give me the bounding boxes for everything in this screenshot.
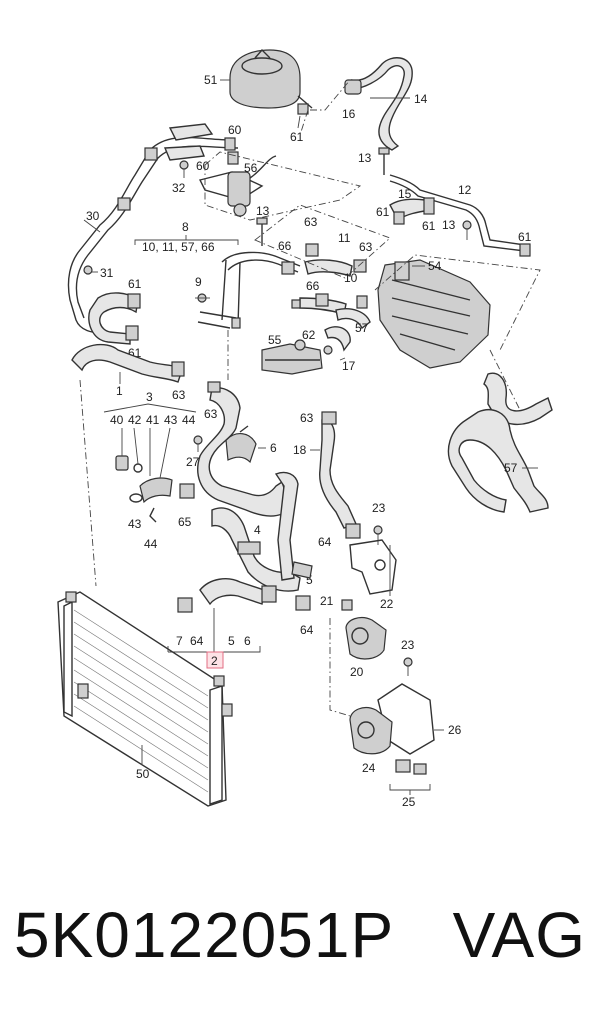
fasteners-25 [395,759,427,775]
label-8: 8 [182,220,189,234]
label-44-b: 44 [144,537,158,551]
label-51: 51 [204,73,218,87]
label-26: 26 [448,723,462,737]
label-54: 54 [428,259,442,273]
label-61-tank: 61 [290,130,304,144]
label-4: 4 [254,523,261,537]
egr-cooler [377,259,491,369]
label-65: 65 [178,515,192,529]
label-7: 7 [176,634,183,648]
coolant-valve-55 [261,339,323,375]
label-56: 56 [244,161,258,175]
label-64-c: 64 [190,634,204,648]
label-61-b: 61 [376,205,390,219]
clip-bracket-6 [225,425,257,464]
label-32: 32 [172,181,186,195]
radiator-50 [57,591,233,807]
label-22: 22 [380,597,394,611]
expansion-tank [229,48,313,109]
highlighted-part-callout: 2 [206,651,224,669]
label-20: 20 [350,665,364,679]
label-23-a: 23 [372,501,386,515]
label-63-d: 63 [204,407,218,421]
label-55: 55 [268,333,282,347]
right-coolant-pipe [389,174,526,252]
label-5-b: 5 [228,634,235,648]
coolant-system-exploded-diagram: 51 14 16 61 60 60 32 56 13 [57,48,553,809]
hose-assembly-2 [177,381,311,613]
label-66-a: 66 [278,239,292,253]
radiator-hose-upper [71,343,185,383]
left-upper-hose [88,292,141,345]
label-2: 2 [211,654,218,668]
label-30: 30 [86,209,100,223]
label-8-sub: 10, 11, 57, 66 [142,240,215,254]
label-64-a: 64 [318,535,332,549]
label-66-b: 66 [306,279,320,293]
label-61-e: 61 [128,277,142,291]
label-11: 11 [338,231,351,245]
label-61-c: 61 [422,219,436,233]
hose-18 [319,411,361,539]
label-15: 15 [398,187,412,201]
center-pipe-assembly [197,243,368,352]
label-63-a: 63 [304,215,318,229]
label-63-c: 63 [172,388,186,402]
label-18: 18 [293,443,307,457]
label-43-a: 43 [164,413,178,427]
label-5-a: 5 [306,573,313,587]
label-13-c: 13 [256,204,270,218]
label-62: 62 [302,328,316,342]
label-57-a: 57 [355,321,369,335]
label-14: 14 [414,92,428,106]
label-16: 16 [342,107,356,121]
label-42: 42 [128,413,142,427]
label-60-a: 60 [228,123,242,137]
small-hose-57 [335,308,371,330]
label-24: 24 [362,761,376,775]
brand-name: VAG [452,899,586,971]
label-50: 50 [136,767,150,781]
upper-pipe-bundle [67,123,239,334]
label-3: 3 [146,390,153,404]
electric-pump-20 [345,616,387,660]
coolant-sensor-bracket [198,155,277,217]
label-25: 25 [402,795,416,809]
label-60-b: 60 [196,159,210,173]
part-footer: 5K0122051P VAG [0,895,600,985]
right-long-hose [447,372,553,513]
sensor-parts-40-44 [115,427,173,523]
part-number: 5K0122051P [14,899,395,971]
label-40: 40 [110,413,124,427]
label-44-a: 44 [182,413,196,427]
label-27: 27 [186,455,200,469]
label-31: 31 [100,266,114,280]
label-63-e: 63 [300,411,314,425]
label-61-d: 61 [518,230,532,244]
label-13-b: 13 [442,218,456,232]
label-41: 41 [146,413,160,427]
label-21: 21 [320,594,334,608]
label-6-b: 6 [244,634,251,648]
label-13-top: 13 [358,151,372,165]
label-12: 12 [458,183,472,197]
label-23-b: 23 [401,638,415,652]
label-43-b: 43 [128,517,142,531]
pump-bracket-22 [349,539,397,595]
pump-24-bracket-26 [349,683,435,755]
label-57-b: 57 [504,461,518,475]
label-6-a: 6 [270,441,277,455]
vent-hose-top [344,57,413,151]
label-17: 17 [342,359,356,373]
label-10: 10 [344,271,358,285]
label-1: 1 [116,384,123,398]
label-9: 9 [195,275,202,289]
label-64-b: 64 [300,623,314,637]
label-63-b: 63 [359,240,373,254]
